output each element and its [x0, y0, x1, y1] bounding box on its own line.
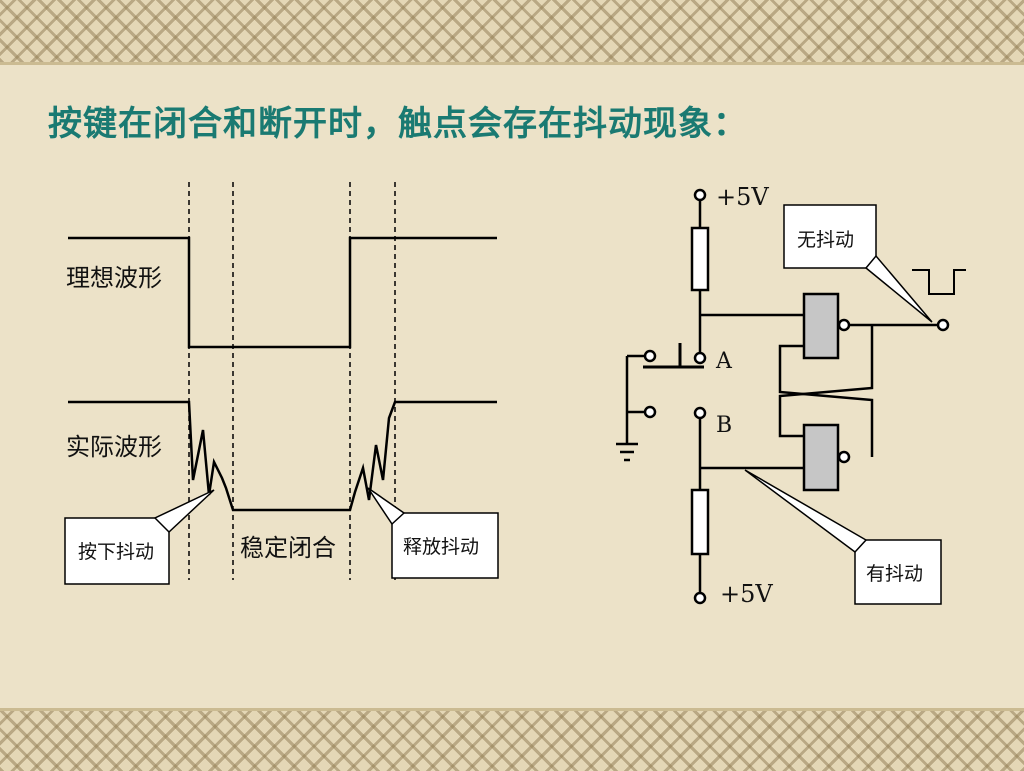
pullup-resistor-bottom	[690, 488, 710, 556]
actual-waveform-label: 实际波形	[66, 433, 162, 461]
slide-title: 按键在闭合和断开时，触点会存在抖动现象：	[48, 104, 748, 144]
node-a-terminal	[693, 351, 707, 365]
release-bounce-pointer	[367, 487, 406, 526]
switch-nc-terminal	[643, 405, 657, 419]
bottom-decorative-border	[0, 708, 1024, 771]
circuit-section	[616, 188, 966, 605]
node-b-label: B	[716, 413, 732, 438]
press-bounce-label: 按下抖动	[78, 541, 154, 563]
top-decorative-border	[0, 0, 1024, 65]
no-bounce-box	[783, 204, 877, 269]
pullup-resistor-top	[690, 226, 710, 292]
no-bounce-pointer	[864, 254, 933, 323]
release-bounce-label: 释放抖动	[403, 536, 479, 558]
nand-gate-bottom	[802, 423, 840, 492]
press-bounce-box	[64, 517, 170, 585]
nand-gate-top	[802, 292, 840, 360]
ideal-waveform	[68, 236, 497, 349]
output-terminal	[936, 318, 950, 332]
vcc-bottom-terminal	[693, 591, 707, 605]
nand-gate-bottom-bubble	[837, 450, 851, 464]
nand-gate-top-bubble	[837, 318, 851, 332]
vcc-bottom-label: +5V	[720, 580, 773, 608]
no-bounce-label: 无抖动	[797, 229, 854, 251]
stable-closed-label: 稳定闭合	[240, 534, 336, 562]
vcc-top-terminal	[693, 188, 707, 202]
ideal-waveform-label: 理想波形	[66, 264, 162, 292]
waveform-section	[64, 182, 499, 585]
actual-waveform	[68, 400, 497, 512]
node-a-label: A	[715, 349, 733, 374]
switch-common-terminal	[643, 349, 657, 363]
press-bounce-pointer	[153, 489, 215, 534]
node-b-terminal	[693, 406, 707, 420]
with-bounce-label: 有抖动	[866, 563, 923, 585]
vcc-top-label: +5V	[716, 183, 769, 211]
clean-pulse-symbol	[912, 269, 966, 295]
release-bounce-box	[391, 512, 499, 579]
with-bounce-box	[854, 539, 942, 605]
with-bounce-pointer	[744, 469, 868, 554]
